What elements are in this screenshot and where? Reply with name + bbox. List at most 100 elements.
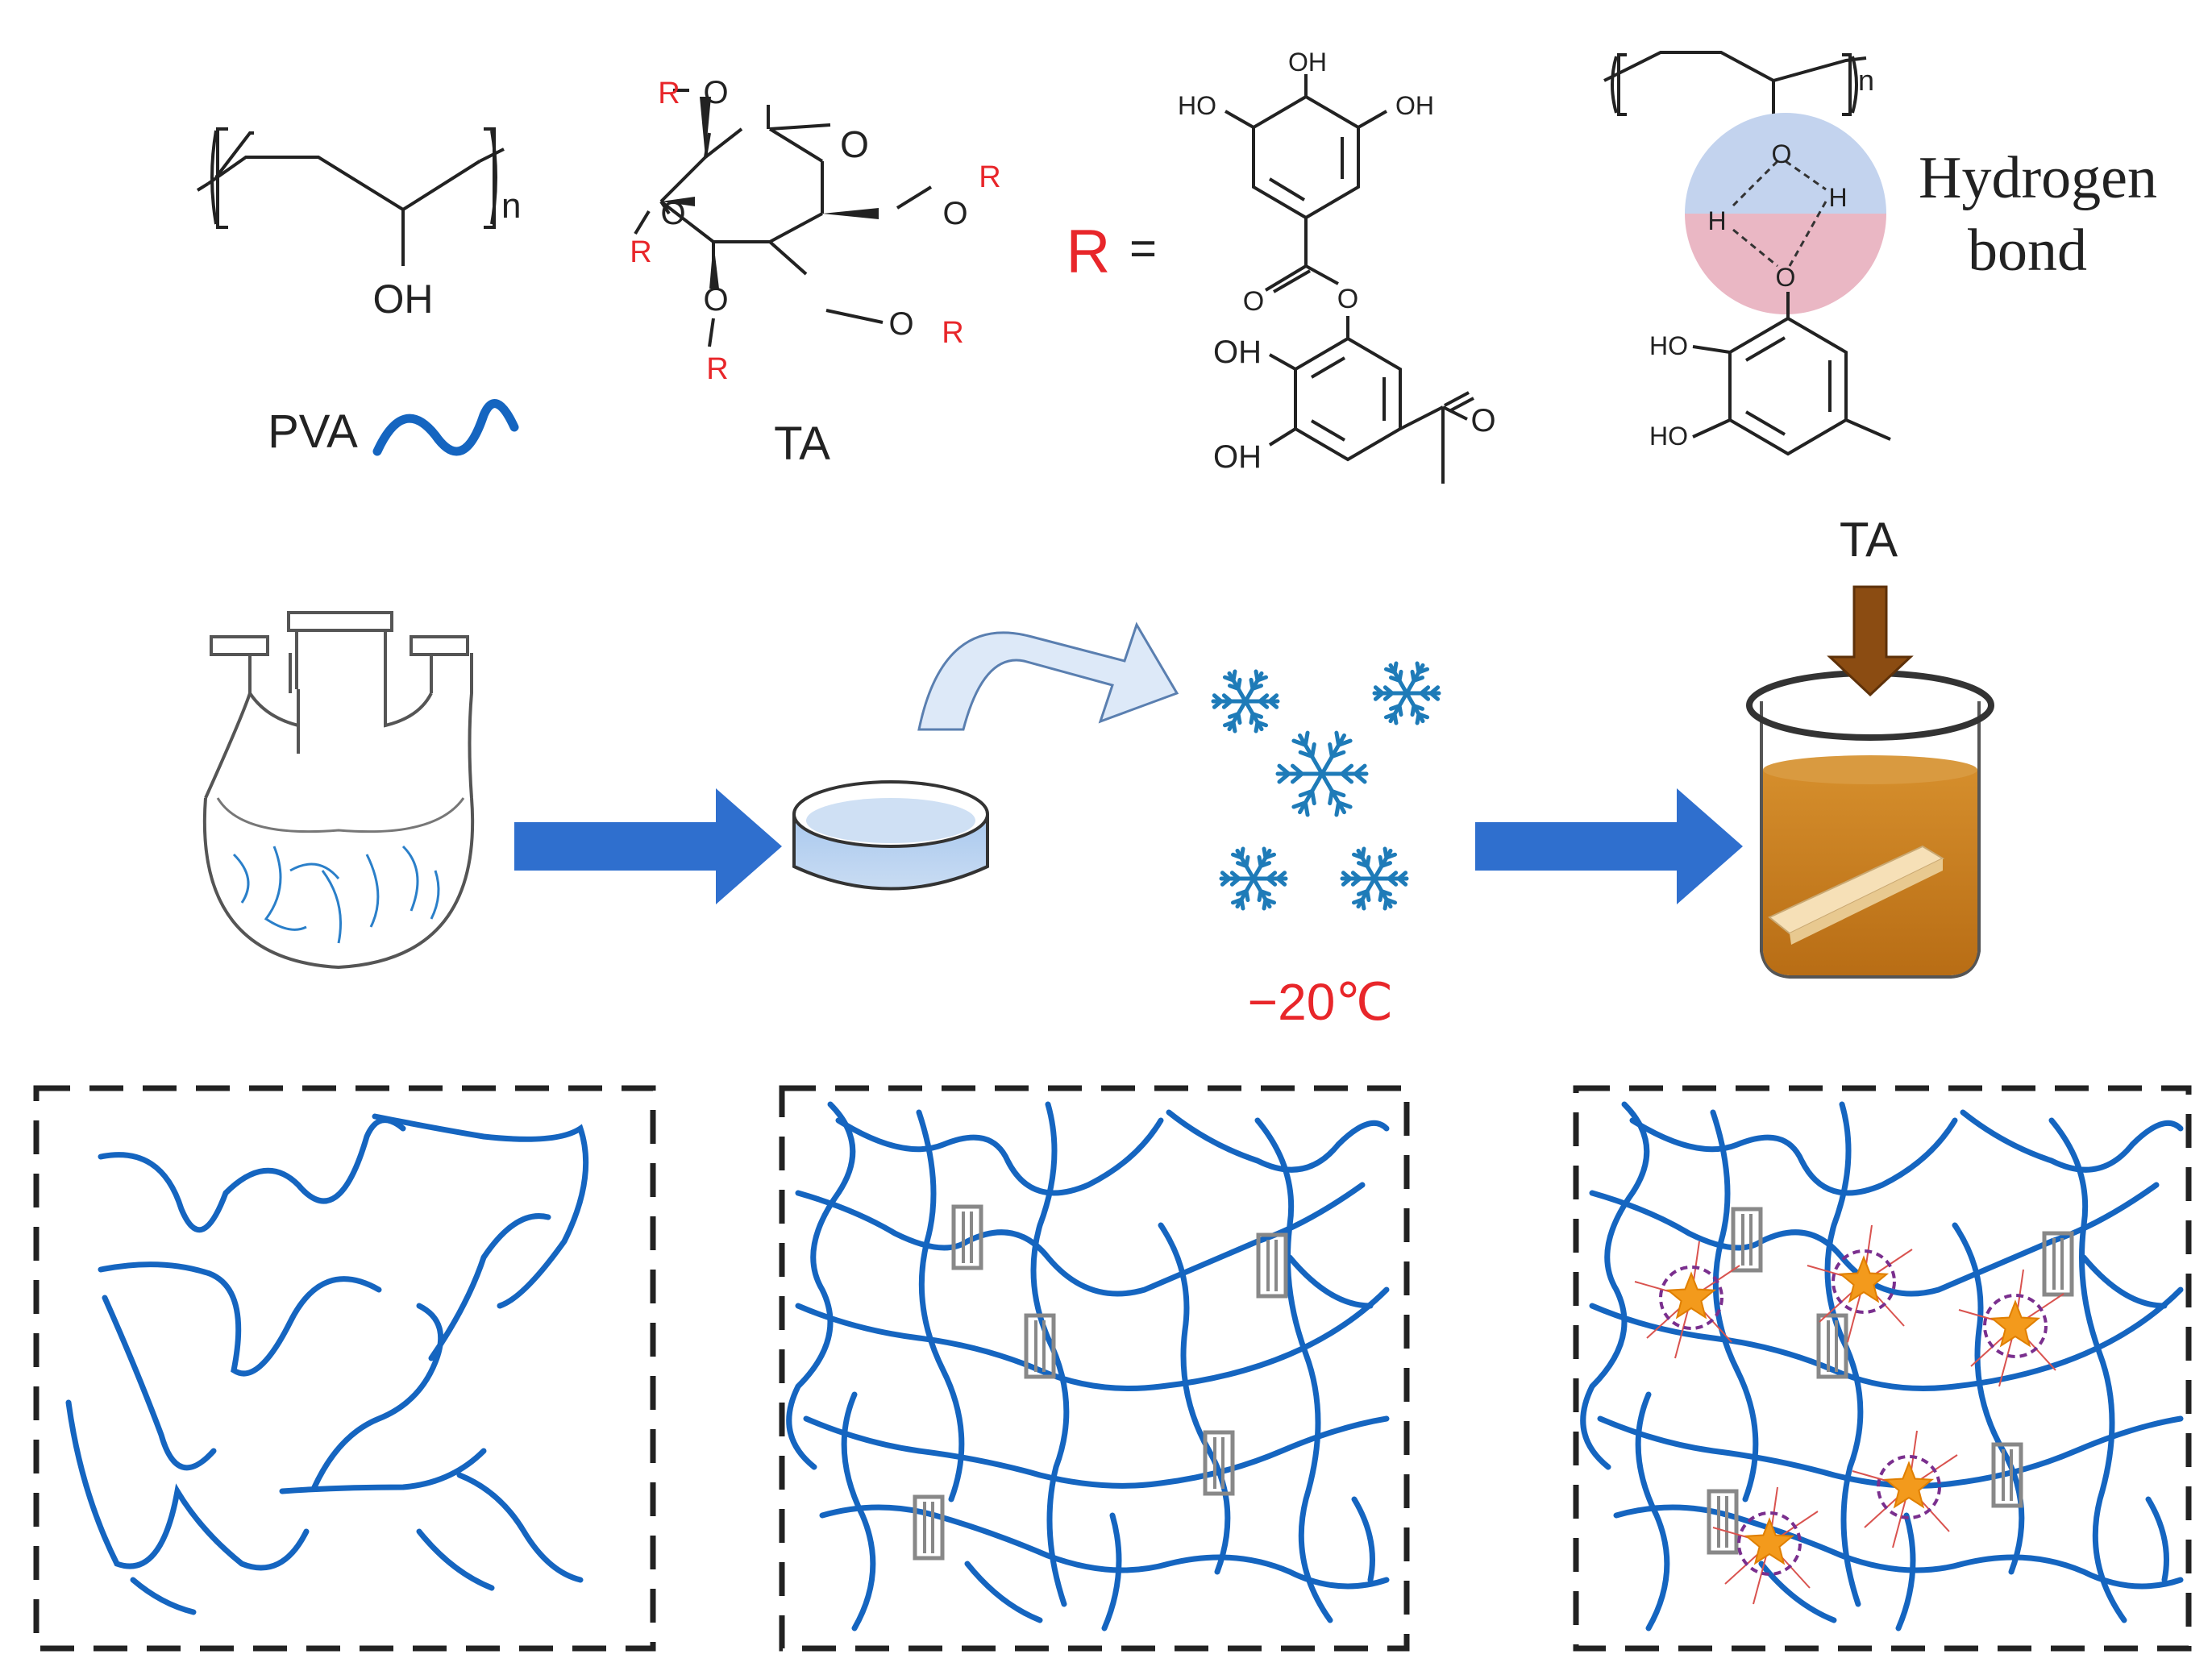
snowflake-icon: [1372, 661, 1441, 725]
petri-dish-icon: [792, 780, 989, 891]
ta-r-group-top: R: [658, 77, 680, 110]
polymer-chain: [1952, 1222, 2025, 1575]
polymer-chain: [1254, 1117, 1333, 1623]
polymer-chain: [1635, 1391, 1670, 1631]
process-arrow-1-icon: [514, 788, 782, 904]
polymer-chain: [1589, 1182, 2160, 1297]
polymer-chain: [98, 1117, 406, 1233]
polymer-chain: [1030, 1101, 1070, 1607]
galloyl-right-hydroxyl: OH: [1395, 91, 1434, 120]
panel-free-chains: [65, 1113, 589, 1615]
beaker-icon: [1746, 670, 1994, 979]
polymer-chain: [1101, 1512, 1122, 1631]
polymer-chain: [1597, 1415, 2184, 1489]
polymer-chain: [1758, 1561, 1837, 1623]
ta-ring-oxygen: O: [840, 123, 869, 165]
ta-r-group-right: R: [979, 160, 1000, 194]
pva-name-label: PVA: [268, 405, 358, 458]
polymer-chain: [416, 1528, 495, 1591]
ta-bond-lines: [634, 89, 933, 347]
snowflake-icon: [1211, 669, 1280, 734]
polymer-chain: [130, 1577, 197, 1615]
polymer-chain: [372, 1113, 589, 1309]
tannic-acid-star-icon: [1634, 1241, 1740, 1359]
hbond-ta-label: TA: [1840, 513, 1898, 567]
ta-oxygen-right: O: [942, 196, 967, 231]
r-symbol: R: [1066, 218, 1111, 286]
polymer-chain: [1613, 1504, 2184, 1590]
hbond-dashed-bonds: [1732, 160, 1827, 268]
tannic-acid-star-icon: [1807, 1224, 1913, 1343]
polymer-chain: [456, 1472, 584, 1583]
hbond-catechol-hydroxyl-1: HO: [1649, 331, 1688, 360]
galloyl-ester-oxygen: O: [1337, 284, 1358, 314]
hbond-hydrogen-right: H: [1828, 183, 1847, 212]
physical-crosslink-icon: [1731, 1207, 1763, 1273]
galloyl-upper-ring: [1224, 74, 1387, 293]
polymer-chain: [1710, 1109, 1759, 1503]
tannic-acid-star-icon: [1852, 1430, 1958, 1548]
hbond-bracket-left: [1617, 53, 1627, 116]
tannic-acid-star-icon: [1712, 1486, 1819, 1605]
network-panels: [33, 1085, 2192, 1652]
physical-crosslink-icon: [1256, 1232, 1288, 1299]
hbond-oxygen-top: O: [1772, 139, 1792, 168]
polymer-chain: [2048, 1117, 2127, 1623]
three-neck-flask-icon: [202, 611, 475, 970]
ta-oxygen-left: O: [660, 196, 685, 231]
pva-repeat-subscript: n: [501, 186, 521, 226]
polymer-chain: [311, 1303, 444, 1490]
galloyl-ketone-oxygen: O: [1470, 403, 1495, 438]
galloyl-lower-ring: [1268, 316, 1474, 484]
polymer-chain: [1960, 1109, 2184, 1173]
snowflake-icon: [1275, 730, 1369, 817]
process-arrow-2-icon: [1475, 788, 1743, 904]
ta-down-arrow-icon: [1827, 585, 1914, 697]
hbond-catechol-ring: [1692, 292, 1891, 456]
hbond-sphere: [1685, 113, 1886, 314]
galloyl-carbonyl-oxygen: O: [1243, 286, 1264, 317]
ta-glucose-ring: [659, 123, 831, 282]
pva-hydroxyl-label: OH: [373, 276, 434, 322]
polymer-chain: [2081, 1254, 2168, 1309]
polymer-chain: [795, 1286, 1390, 1391]
polymer-chain: [916, 1109, 965, 1503]
ta-oxygen-lower-right: O: [888, 306, 913, 342]
polymer-chain: [1158, 1222, 1231, 1575]
polymer-chain: [835, 1117, 1164, 1196]
panel-crystallite-network: [786, 1101, 1390, 1631]
polymer-chain: [819, 1504, 1390, 1590]
pva-chain-squiggle-icon: [372, 399, 519, 456]
polymer-chain: [279, 1448, 487, 1494]
snowflake-icon: [1340, 846, 1409, 911]
ta-wedge-bonds: [661, 97, 879, 289]
ta-oxygen-top: O: [703, 75, 728, 110]
polymer-chain: [102, 1295, 217, 1471]
polymer-chain: [1351, 1496, 1375, 1583]
polymer-chain: [1824, 1101, 1864, 1607]
polymer-chain: [2145, 1496, 2169, 1583]
physical-crosslink-icon: [913, 1494, 945, 1561]
ta-r-group-bottom: R: [706, 352, 728, 386]
hbond-label-line1: Hydrogen: [1919, 145, 2157, 211]
galloyl-left-hydroxyl: HO: [1178, 91, 1216, 120]
flask-polymer-chains: [232, 845, 440, 944]
polymer-chain: [1629, 1117, 1958, 1196]
physical-crosslink-icon: [1024, 1313, 1056, 1379]
hbond-oxygen-bottom: O: [1776, 263, 1796, 292]
polymer-chain: [1287, 1254, 1374, 1309]
polymer-chain: [1580, 1101, 1650, 1470]
polymer-chain: [964, 1561, 1043, 1623]
polymer-chain: [1589, 1286, 2184, 1391]
polymer-chain: [428, 1213, 551, 1361]
pva-bracket-left: [216, 127, 228, 229]
panel-ta-reinforced-network: [1580, 1101, 2184, 1631]
pva-bracket-right: [484, 127, 496, 229]
galloyl-lower-hydroxyl-1: OH: [1213, 335, 1262, 370]
pva-structure: [196, 130, 505, 266]
physical-crosslink-icon: [951, 1204, 983, 1270]
freezing-temperature-label: −20℃: [1248, 973, 1393, 1031]
curved-transfer-arrow-icon: [917, 621, 1179, 731]
network-panel-2-frame: [779, 1085, 1410, 1652]
